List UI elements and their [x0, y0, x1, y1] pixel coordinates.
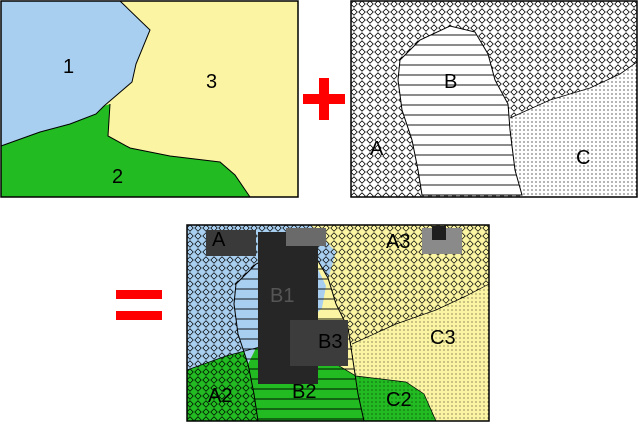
occlusion-block-top-mid [286, 228, 326, 246]
zone-2-boundary [107, 103, 251, 198]
result-label-b3: B3 [318, 331, 342, 353]
zone-3-label: 3 [206, 71, 217, 93]
zone-b-region [397, 25, 523, 196]
result-label-b2: B2 [292, 381, 316, 403]
zone-1-boundary [0, 0, 151, 147]
occlusion-block-top-right-dark [432, 226, 446, 240]
zone-b-label: B [444, 71, 457, 93]
result-zone-c-boundary [351, 283, 489, 345]
occlusion-block-top-left [206, 230, 256, 256]
map-2-border [350, 0, 638, 198]
occlusion-block-mid [290, 320, 348, 366]
map-1-zones: 1 3 2 [0, 0, 299, 198]
zone-1-label: 1 [63, 56, 74, 78]
result-label-c2: C2 [386, 389, 412, 411]
result-label-a1: A [212, 229, 226, 251]
zone-c-boundary [509, 61, 638, 119]
equals-operator [116, 290, 162, 320]
result-label-a2: A2 [208, 385, 232, 407]
map-1-border [0, 0, 299, 198]
result-label-c3: C3 [430, 327, 456, 349]
result-label-b1: B1 [270, 285, 294, 307]
zone-a-label: A [370, 138, 384, 160]
zone-c-region [510, 62, 637, 197]
zone-2-region [1, 104, 250, 197]
plus-operator [303, 78, 345, 120]
result-map: A A3 B1 B3 C3 A2 B2 C2 [186, 224, 490, 422]
result-label-a3: A3 [386, 231, 410, 253]
result-zone-c-dots [352, 284, 489, 421]
zone-c-label: C [576, 147, 590, 169]
zone-1-region [1, 1, 150, 146]
map-2-zones: B A C [350, 0, 638, 198]
zone-2-label: 2 [112, 166, 123, 188]
result-map-border [186, 224, 490, 422]
